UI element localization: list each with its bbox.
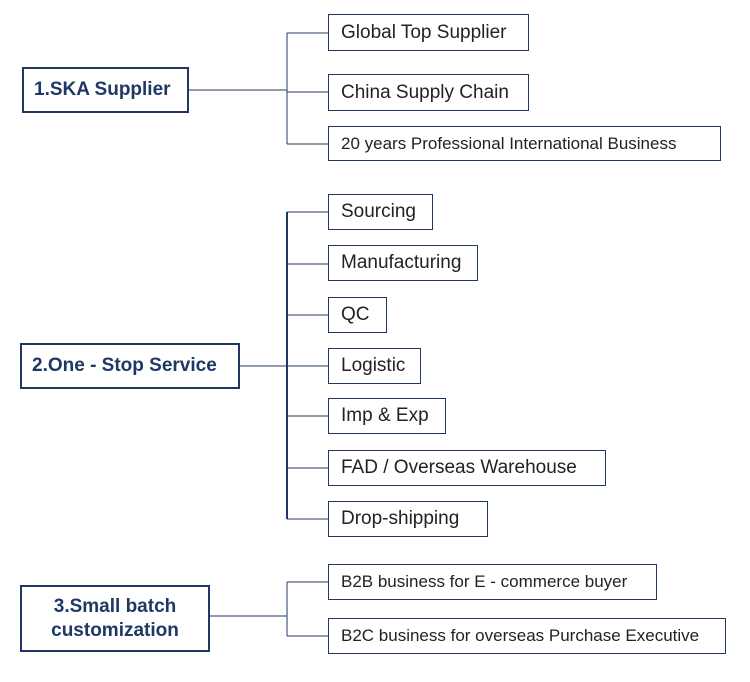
group-3-item-1: B2B business for E - commerce buyer [328, 564, 657, 600]
group-2-item-5: Imp & Exp [328, 398, 446, 434]
group-2-item-4: Logistic [328, 348, 421, 384]
group-3-title-line-1: 3.Small batch [53, 595, 177, 617]
group-2-item-6: FAD / Overseas Warehouse [328, 450, 606, 486]
group-1-title: 1.SKA Supplier [22, 67, 189, 113]
group-1-item-2: China Supply Chain [328, 74, 529, 111]
group-1-item-1: Global Top Supplier [328, 14, 529, 51]
group-3-item-2: B2C business for overseas Purchase Execu… [328, 618, 726, 654]
group-2-item-7: Drop-shipping [328, 501, 488, 537]
group-3-title-line-2: customization [51, 619, 179, 641]
group-3-title: 3.Small batch customization [20, 585, 210, 652]
group-2-item-2: Manufacturing [328, 245, 478, 281]
group-2-title: 2.One - Stop Service [20, 343, 240, 389]
group-1-item-3: 20 years Professional International Busi… [328, 126, 721, 161]
group-2-item-3: QC [328, 297, 387, 333]
group-2-item-1: Sourcing [328, 194, 433, 230]
